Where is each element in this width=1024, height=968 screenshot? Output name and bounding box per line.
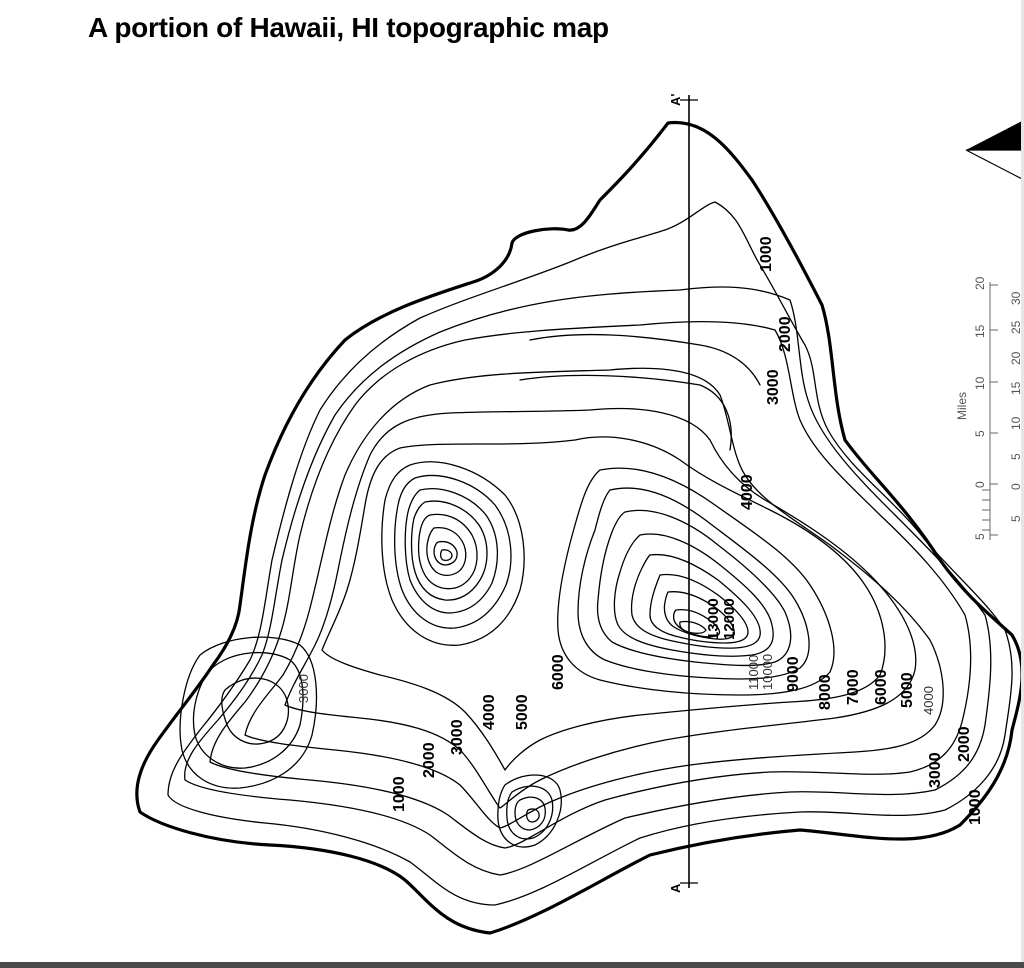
- contour-label: 3000: [765, 369, 782, 405]
- contour-label: 1000: [967, 789, 984, 825]
- profile-end-label: A': [668, 94, 683, 106]
- profile-line: A' A: [668, 94, 698, 893]
- scale-tick-label: 20: [1009, 351, 1023, 365]
- contour-line: [672, 608, 721, 638]
- scale-tick-label: 5: [1009, 515, 1023, 522]
- bottom-bar: [0, 962, 1024, 968]
- contour-label: 10000: [760, 654, 775, 690]
- contour-label: 2000: [956, 726, 973, 762]
- contour-label: 6000: [873, 669, 890, 705]
- contour-line: [525, 808, 540, 823]
- contour-line: [404, 488, 499, 614]
- scale-unit-label: Miles: [955, 392, 969, 420]
- contour-line: [221, 677, 290, 745]
- contour-label: 6000: [550, 654, 567, 690]
- contour-label: 11000: [746, 655, 761, 690]
- scale-bar: Miles 5 0 5 10 15 20 5 0 5 10 15 20 25 3…: [955, 276, 1023, 540]
- contour-line: [184, 286, 992, 876]
- contour-label: 7000: [845, 669, 862, 705]
- contour-line: [649, 573, 749, 644]
- contour-line: [284, 407, 917, 809]
- page-title: A portion of Hawaii, HI topographic map: [88, 12, 609, 43]
- contour-line: [179, 636, 318, 789]
- contour-label: 5000: [899, 672, 916, 708]
- scale-tick-label: 15: [973, 324, 987, 338]
- scale-tick-label: 5: [973, 533, 987, 540]
- contour-label: 13000: [705, 598, 722, 640]
- profile-start-label: A: [668, 883, 683, 893]
- contour-line: [577, 487, 810, 680]
- contour-line: [630, 553, 761, 649]
- contour-label: 5000: [514, 694, 531, 730]
- contour-line: [244, 367, 944, 829]
- scale-tick-label: 5: [973, 430, 987, 437]
- contour-line: [506, 785, 554, 840]
- scale-tick-label: 5: [1009, 453, 1023, 460]
- scale-tick-label: 15: [1009, 381, 1023, 395]
- contour-label: 3000: [296, 674, 311, 703]
- contour-line: [321, 436, 886, 771]
- contour-label: 12000: [721, 598, 738, 640]
- contour-label: 8000: [817, 674, 834, 710]
- contour-line: [519, 374, 732, 451]
- contour-label: 3000: [927, 752, 944, 788]
- window-edge: [1021, 0, 1024, 962]
- contour-label: 9000: [785, 656, 802, 692]
- contour-label: 4000: [739, 474, 756, 510]
- contour-line: [679, 620, 707, 634]
- contour-line: [529, 333, 761, 386]
- contour-line: [557, 467, 835, 696]
- contour-line: [596, 509, 792, 667]
- contour-label: 1000: [758, 236, 775, 272]
- contour-line: [439, 549, 453, 562]
- contour-line: [497, 774, 562, 848]
- scale-tick-label: 20: [973, 276, 987, 290]
- contour-line: [209, 321, 972, 849]
- scale-tick-label: 10: [1009, 416, 1023, 430]
- north-arrow-icon: [965, 120, 1024, 181]
- scale-tick-label: 25: [1009, 320, 1023, 334]
- contour-line: [394, 474, 512, 629]
- contour-label: 4000: [481, 694, 498, 730]
- scale-tick-label: 10: [973, 376, 987, 390]
- contour-line: [663, 591, 735, 640]
- contour-label: 4000: [921, 686, 936, 715]
- contour-line: [417, 513, 478, 590]
- contour-line: [613, 533, 774, 657]
- contour-line: [192, 651, 304, 769]
- contour-labels: 1000 2000 3000 4000 13000 12000 11000 10…: [296, 236, 984, 825]
- contour-label: 2000: [777, 316, 794, 352]
- contour-line: [433, 540, 458, 566]
- coastline: [135, 120, 1024, 935]
- contour-line: [381, 461, 525, 646]
- contour-line: [514, 796, 546, 831]
- contour-label: 1000: [391, 776, 408, 812]
- scale-tick-label: 30: [1009, 291, 1023, 305]
- contour-line: [426, 527, 467, 577]
- scale-tick-label: 0: [973, 481, 987, 488]
- contour-label: 2000: [421, 742, 438, 778]
- contour-line: [167, 201, 1013, 906]
- contour-label: 3000: [449, 719, 466, 755]
- scale-tick-label: 0: [1009, 483, 1023, 490]
- contour-line: [410, 500, 488, 601]
